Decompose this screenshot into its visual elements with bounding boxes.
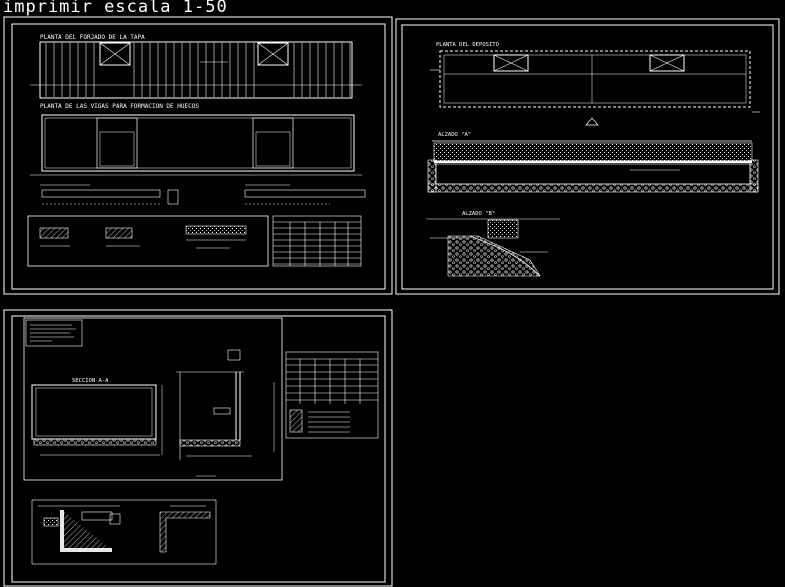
elevation-a: ALZADO "A": [427, 132, 759, 193]
sheet-2: PLANTA DEL DEPOSITO ALZADO "A": [395, 18, 780, 295]
notes-block: [25, 319, 83, 347]
tank-plan-title: PLANTA DEL DEPOSITO: [436, 42, 499, 48]
slab-plan: PLANTA DEL FORJADO DE LA TAPA: [30, 34, 362, 99]
beams-plan: PLANTA DE LAS VIGAS PARA FORMACION DE HU…: [30, 103, 362, 176]
slab-plan-title: PLANTA DEL FORJADO DE LA TAPA: [40, 34, 145, 41]
corner-details: [31, 499, 217, 565]
elevation-a-title: ALZADO "A": [438, 132, 471, 138]
section-a-a-title: SECCION A-A: [72, 378, 109, 384]
sheet3-table: [285, 351, 379, 439]
beam-details: [40, 184, 366, 205]
sheet1-table: [272, 215, 362, 267]
section-details: [39, 225, 247, 249]
sheet-1: PLANTA DEL FORJADO DE LA TAPA PLANTA DE …: [3, 16, 393, 295]
drawing-title: imprimir escala 1-50: [3, 0, 228, 17]
elevation-b-title: ALZADO "B": [462, 211, 495, 217]
beams-plan-title: PLANTA DE LAS VIGAS PARA FORMACION DE HU…: [40, 103, 199, 110]
section-a-a: SECCION A-A: [31, 349, 275, 477]
sheet-3: SECCION A-A: [3, 309, 393, 587]
elevation-b-detail: ALZADO "B": [426, 211, 560, 277]
tank-plan: PLANTA DEL DEPOSITO: [430, 42, 760, 126]
